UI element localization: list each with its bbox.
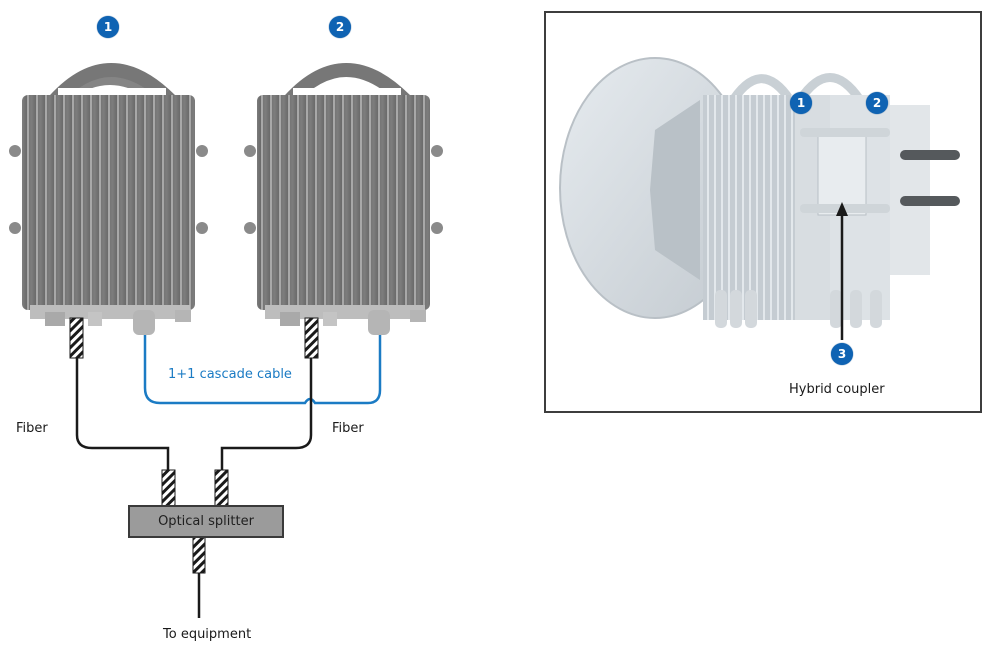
odu-1-fiber-connector: [69, 317, 84, 359]
odu-1-body: [22, 95, 195, 310]
fiber-left: [75, 358, 170, 470]
odu-1-handle-arc: [49, 63, 175, 106]
photo-frame: [544, 11, 982, 413]
badge-hybrid-coupler: 3: [831, 343, 853, 365]
badge-photo-odu-1: 1: [790, 92, 812, 114]
splitter-output-connector: [192, 536, 206, 574]
odu-2-body: [257, 95, 430, 310]
badge-odu-2: 2: [329, 16, 351, 38]
antenna-mount: [650, 100, 700, 280]
fiber-left-label: Fiber: [16, 421, 48, 436]
odu-1-cascade-port: [133, 310, 155, 335]
optical-splitter: Optical splitter: [128, 505, 284, 538]
pole-mount-plate: [890, 105, 930, 275]
splitter-input-1: [161, 469, 176, 507]
fiber-right-label: Fiber: [332, 421, 364, 436]
coupler-photo: [559, 57, 960, 340]
fiber-right: [220, 358, 313, 470]
odu-2: [244, 63, 443, 335]
odu-2-fiber-connector: [304, 317, 319, 359]
odu-photo-1-fins: [703, 95, 798, 320]
badge-photo-odu-2: 2: [866, 92, 888, 114]
optical-splitter-label: Optical splitter: [158, 514, 254, 529]
badge-odu-1: 1: [97, 16, 119, 38]
odu-2-cascade-port: [368, 310, 390, 335]
hybrid-coupler-label: Hybrid coupler: [789, 382, 885, 397]
splitter-input-2: [214, 469, 229, 507]
coupler-arrow-head: [836, 202, 848, 216]
odu-1: [9, 63, 208, 335]
to-equipment-label: To equipment: [163, 627, 252, 642]
cascade-cable-label: 1+1 cascade cable: [168, 367, 292, 382]
